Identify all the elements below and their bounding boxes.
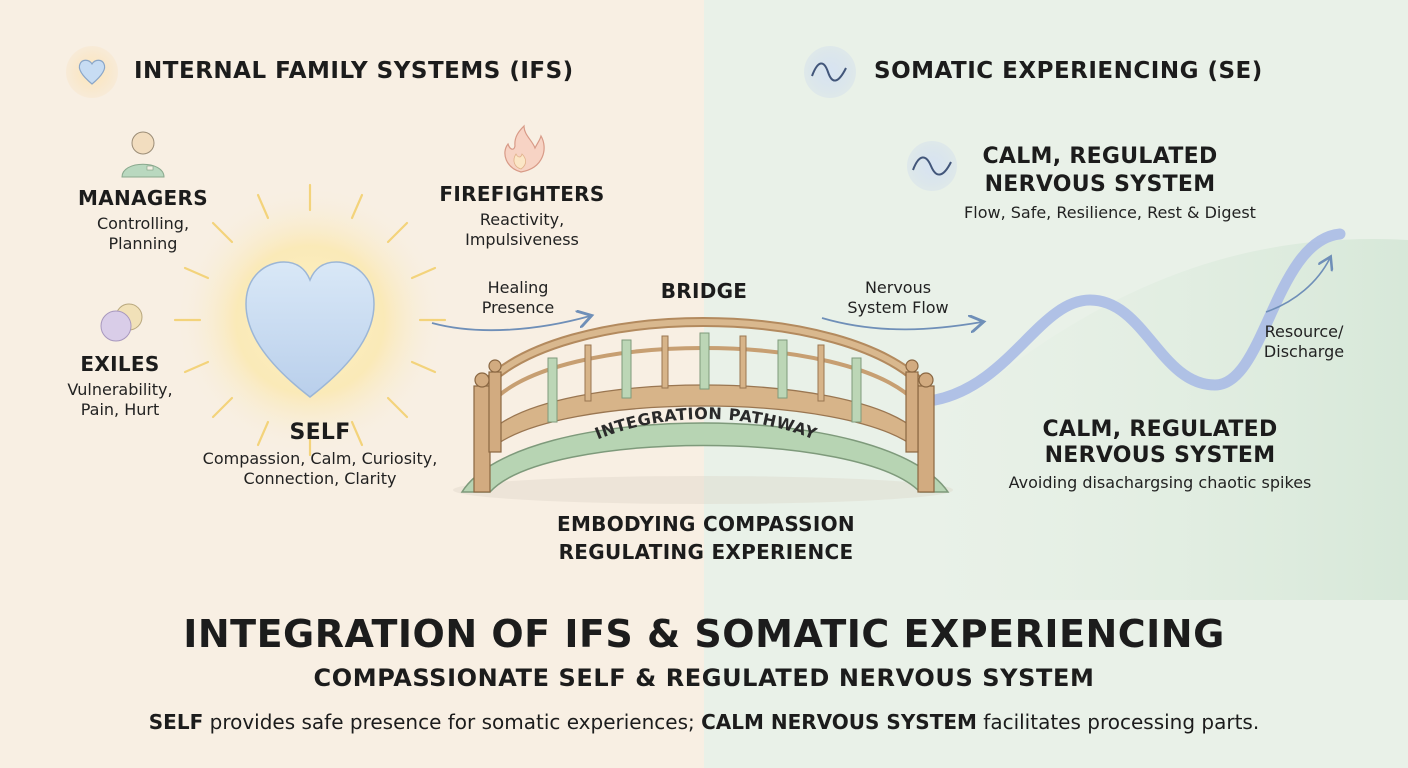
self-title: SELF xyxy=(289,420,351,445)
bridge xyxy=(453,317,953,504)
flow-line1: Nervous xyxy=(864,278,932,297)
resource-line2: Discharge xyxy=(1263,342,1345,361)
managers-title: MANAGERS xyxy=(78,186,208,210)
resource-arrow xyxy=(1265,258,1330,313)
wave-icon xyxy=(804,46,856,98)
se-header: SOMATIC EXPERIENCING (SE) xyxy=(874,58,1263,84)
healing-line1: Healing xyxy=(487,278,549,297)
summary-calm: CALM NERVOUS SYSTEM xyxy=(701,710,977,734)
exiles-group: EXILES Vulnerability, Pain, Hurt xyxy=(40,352,200,420)
managers-group: MANAGERS Controlling, Planning xyxy=(58,186,228,254)
se-calm-bottom-desc: Avoiding disachargsing chaotic spikes xyxy=(1008,473,1312,492)
person-icon xyxy=(121,131,165,178)
footer-subtitle: COMPASSIONATE SELF & REGULATED NERVOUS S… xyxy=(313,664,1095,692)
se-calm-top-line1: CALM, REGULATED xyxy=(982,144,1218,169)
embodying-line2: REGULATING EXPERIENCE xyxy=(558,540,854,564)
se-calm-bottom-line2: NERVOUS SYSTEM xyxy=(1044,443,1276,468)
healing-arrow xyxy=(431,316,590,332)
se-calm-top-desc: Flow, Safe, Resilience, Rest & Digest xyxy=(964,203,1256,222)
resource-line1: Resource/ xyxy=(1264,322,1344,341)
flame-icon xyxy=(504,124,545,173)
resource-discharge-label: Resource/ Discharge xyxy=(1244,322,1364,362)
se-calm-bottom-group: CALM, REGULATED NERVOUS SYSTEM xyxy=(990,417,1330,469)
self-line1: Compassion, Calm, Curiosity, xyxy=(202,449,438,468)
ifs-header: INTERNAL FAMILY SYSTEMS (IFS) xyxy=(134,58,574,84)
healing-presence-label: Healing Presence xyxy=(458,278,578,318)
embodying-line1: EMBODYING COMPASSION xyxy=(557,512,855,536)
firefighters-line2: Impulsiveness xyxy=(465,230,579,249)
summary-self: SELF xyxy=(148,710,204,734)
heart-icon xyxy=(66,46,118,98)
circles-icon xyxy=(100,303,143,342)
firefighters-title: FIREFIGHTERS xyxy=(439,182,605,206)
flow-arrow xyxy=(821,318,982,329)
managers-line2: Planning xyxy=(108,234,178,253)
flow-line2: System Flow xyxy=(847,298,949,317)
nervous-wave xyxy=(929,228,1346,406)
healing-line2: Presence xyxy=(481,298,555,317)
se-calm-top-line2: NERVOUS SYSTEM xyxy=(984,172,1216,197)
self-heart xyxy=(245,261,375,398)
bridge-title: BRIDGE xyxy=(660,279,748,303)
calm-wave-icon xyxy=(907,141,957,191)
summary-part2: provides safe presence for somatic exper… xyxy=(203,710,702,734)
se-calm-top-group: CALM, REGULATED NERVOUS SYSTEM xyxy=(930,143,1270,199)
exiles-title: EXILES xyxy=(80,352,160,376)
footer-title: INTEGRATION OF IFS & SOMATIC EXPERIENCIN… xyxy=(183,612,1225,656)
se-calm-bottom-line1: CALM, REGULATED xyxy=(1042,417,1278,442)
self-line2: Connection, Clarity xyxy=(243,469,397,488)
nervous-flow-label: Nervous System Flow xyxy=(828,278,968,318)
managers-line1: Controlling, xyxy=(96,214,190,233)
summary-part4: facilitates processing parts. xyxy=(976,710,1260,734)
firefighters-line1: Reactivity, xyxy=(479,210,565,229)
footer-summary: SELF provides safe presence for somatic … xyxy=(0,710,1408,734)
exiles-line2: Pain, Hurt xyxy=(80,400,160,419)
firefighters-group: FIREFIGHTERS Reactivity, Impulsiveness xyxy=(412,182,632,250)
embodying-group: EMBODYING COMPASSION REGULATING EXPERIEN… xyxy=(506,510,906,566)
exiles-line1: Vulnerability, xyxy=(67,380,173,399)
self-group: SELF Compassion, Calm, Curiosity, Connec… xyxy=(170,420,470,489)
se-hill xyxy=(930,239,1408,600)
